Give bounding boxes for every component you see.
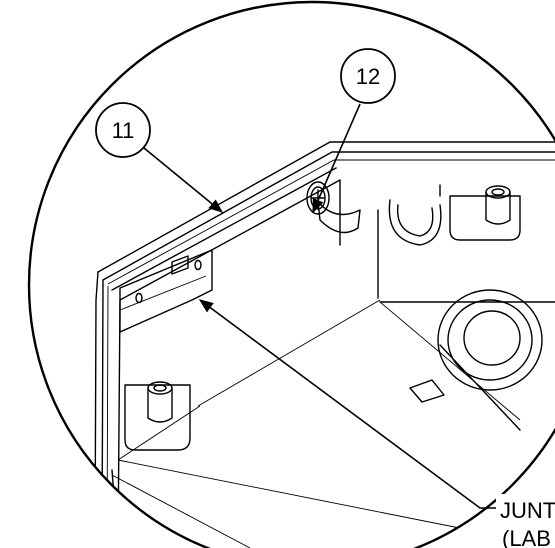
callout-11-label: 11: [112, 118, 135, 143]
callout-11-circle: [95, 102, 151, 158]
knockout-upper: [388, 199, 442, 246]
mounting-bracket: [119, 249, 213, 333]
knockout-lower: [437, 289, 543, 391]
standoff-right: [439, 184, 521, 241]
clip: [409, 379, 445, 403]
leader-12: [312, 103, 361, 214]
note-line-2: (LAB: [502, 526, 551, 548]
callout-12-circle: [340, 48, 396, 104]
note-bg: [496, 494, 555, 548]
leaders: [143, 103, 496, 509]
leader-11: [143, 147, 224, 213]
callout-12: 12: [340, 48, 396, 104]
standoff-left: [124, 381, 191, 451]
callout-11: 11: [95, 102, 151, 158]
note-line-1: JUNT: [500, 498, 555, 523]
callout-12-label: 12: [356, 64, 380, 89]
detail-circle: [27, 0, 555, 548]
leader-junction: [198, 299, 496, 509]
enclosure-rim: [94, 141, 555, 548]
bracket-hole-right: [194, 259, 202, 271]
